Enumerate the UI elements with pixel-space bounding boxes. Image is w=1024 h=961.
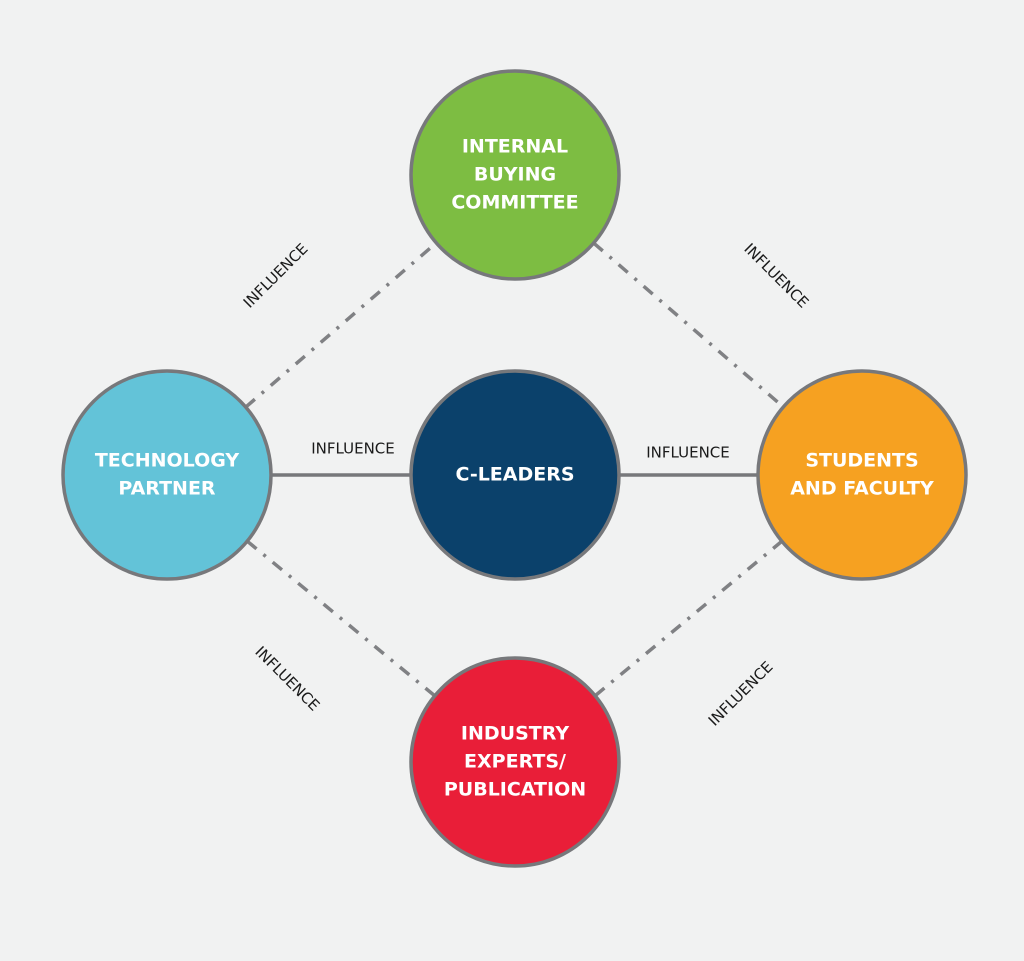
- node-internal-buying-committee: INTERNAL BUYING COMMITTEE: [409, 69, 621, 281]
- node-label-line: EXPERTS/: [464, 751, 566, 773]
- node-industry-experts: INDUSTRY EXPERTS/PUBLICATION: [409, 656, 621, 868]
- node-label-line: AND FACULTY: [790, 478, 934, 500]
- node-label-line: INDUSTRY: [461, 723, 569, 745]
- node-circle: [409, 69, 621, 281]
- node-label-line: COMMITTEE: [451, 192, 578, 214]
- influence-label: INFLUENCE: [251, 643, 323, 715]
- node-label-line: PARTNER: [118, 478, 216, 500]
- connector-technology-partner-to-industry-experts: [246, 539, 436, 698]
- node-circle: [409, 369, 621, 581]
- node-label-line: BUYING: [474, 164, 556, 186]
- connector-technology-partner-to-internal-buying-committee: [244, 241, 438, 409]
- node-circle: [61, 369, 273, 581]
- edges-layer: [244, 241, 785, 698]
- connector-industry-experts-to-students-and-faculty: [594, 539, 783, 698]
- connector-internal-buying-committee-to-students-and-faculty: [592, 241, 785, 409]
- influence-label: INFLUENCE: [705, 658, 777, 730]
- influence-label: INFLUENCE: [240, 240, 312, 312]
- node-technology-partner: TECHNOLOGY PARTNER: [61, 369, 273, 581]
- node-label-line: INTERNAL: [462, 136, 568, 158]
- influence-label: INFLUENCE: [740, 240, 812, 312]
- node-label-line: TECHNOLOGY: [95, 450, 240, 472]
- nodes-layer: INTERNAL BUYING COMMITTEE TECHNOLOGY PARTNER…: [61, 69, 968, 868]
- node-circle: [409, 656, 621, 868]
- influence-label: INFLUENCE: [311, 440, 395, 458]
- node-circle: [756, 369, 968, 581]
- node-label-line: STUDENTS: [805, 450, 918, 472]
- node-students-and-faculty: STUDENTS AND FACULTY: [756, 369, 968, 581]
- node-label-line: C-LEADERS: [455, 464, 574, 486]
- node-label-line: PUBLICATION: [444, 779, 586, 801]
- influence-label: INFLUENCE: [646, 444, 730, 462]
- node-c-leaders: C-LEADERS: [409, 369, 621, 581]
